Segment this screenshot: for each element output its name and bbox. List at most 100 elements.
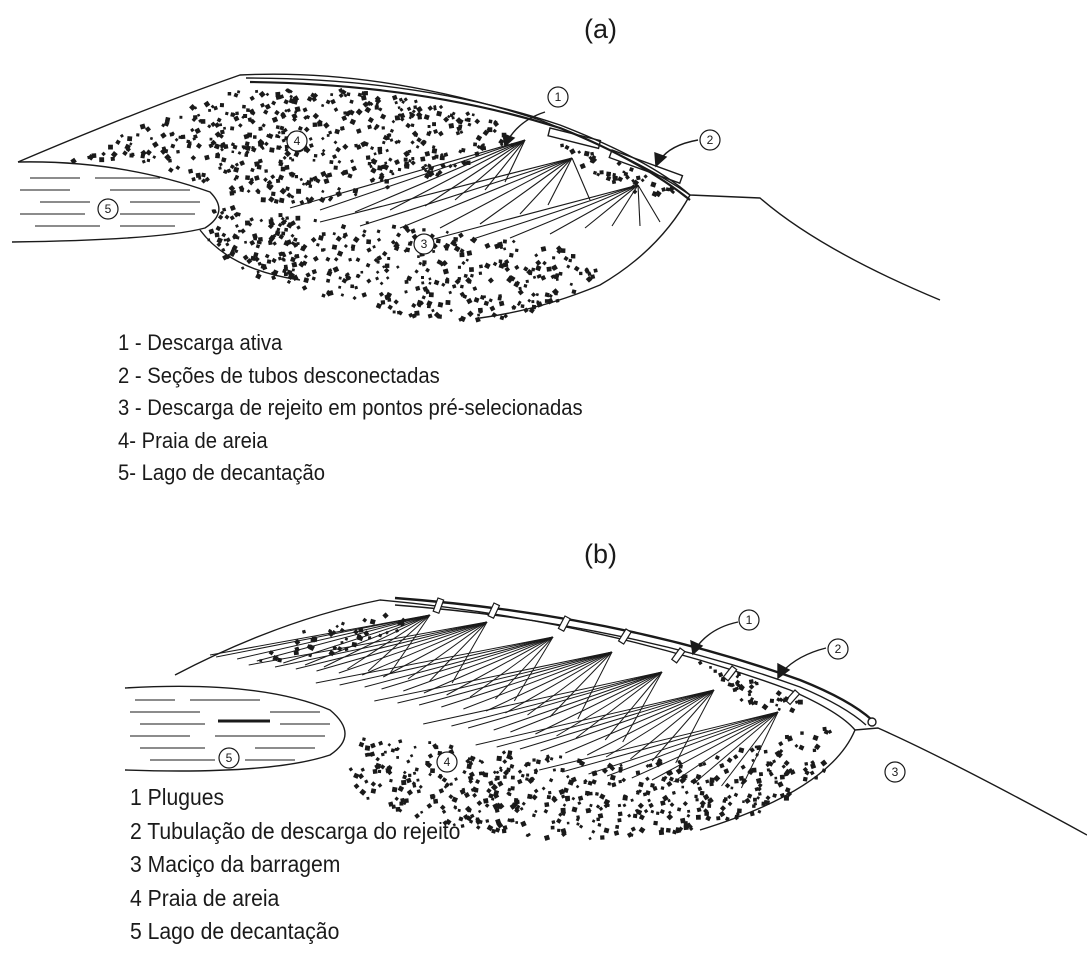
sand-grain: [380, 282, 384, 286]
sand-grain: [721, 677, 726, 682]
sand-grain: [472, 793, 477, 798]
sand-grain: [466, 298, 472, 304]
sand-grain: [108, 145, 113, 150]
sand-grain: [769, 770, 772, 773]
sand-grain: [227, 169, 232, 174]
sand-grain: [723, 768, 729, 774]
sand-grain: [150, 137, 153, 140]
sand-grain: [215, 153, 220, 158]
sand-grain: [284, 265, 288, 269]
sand-grain: [294, 650, 299, 655]
sand-grain: [259, 219, 263, 223]
sand-grain: [437, 314, 442, 319]
sand-grain: [257, 165, 262, 170]
sand-grain: [627, 814, 631, 818]
sand-grain: [377, 229, 381, 233]
sand-grain: [350, 159, 354, 163]
sand-grain: [534, 789, 539, 794]
sand-grain: [225, 242, 229, 246]
sand-grain: [618, 780, 622, 784]
sand-grain: [145, 126, 151, 132]
sand-grain: [225, 112, 229, 116]
sand-grain: [540, 275, 546, 281]
sand-grain: [368, 117, 374, 123]
sand-grain: [589, 804, 592, 807]
discharge-fan-line: [528, 652, 613, 715]
sand-grain: [168, 167, 174, 173]
sand-grain: [263, 109, 268, 114]
sand-grain: [576, 822, 579, 825]
callout-b-5-number: 5: [226, 751, 233, 765]
sand-grain: [502, 750, 506, 754]
sand-grain: [362, 233, 366, 237]
sand-grain: [476, 825, 481, 830]
sand-grain: [800, 731, 803, 734]
sand-grain: [753, 798, 757, 802]
sand-grain: [193, 115, 197, 119]
sand-grain: [405, 247, 410, 252]
sand-grain: [191, 155, 197, 161]
sand-grain: [604, 828, 610, 834]
sand-grain: [323, 178, 329, 184]
sand-grain: [618, 804, 622, 808]
sand-grain: [356, 257, 361, 262]
sand-grain: [600, 835, 604, 839]
sand-grain: [477, 800, 483, 806]
sand-grain: [344, 244, 348, 248]
sand-grain: [777, 781, 783, 787]
sand-grain: [272, 241, 276, 245]
sand-grain: [322, 149, 326, 153]
sand-grain: [111, 157, 115, 161]
sand-grain: [474, 119, 480, 125]
sand-grain: [260, 103, 265, 108]
sand-grain: [730, 787, 733, 790]
sand-grain: [244, 241, 247, 244]
sand-grain: [340, 641, 343, 644]
sand-grain: [238, 123, 243, 128]
sand-grain: [279, 198, 285, 204]
sand-grain: [404, 290, 407, 293]
sand-grain: [683, 821, 688, 826]
sand-grain: [593, 171, 597, 175]
sand-grain: [411, 157, 414, 160]
sand-grain: [484, 263, 491, 270]
sand-grain: [405, 123, 411, 129]
sand-grain: [337, 187, 341, 191]
sand-grain: [142, 160, 146, 164]
sand-grain: [707, 804, 711, 808]
discharge-fan-line: [607, 712, 778, 776]
sand-grain: [522, 802, 526, 806]
sand-grain: [551, 826, 555, 830]
sand-grain: [313, 256, 319, 262]
sand-grain: [368, 162, 371, 165]
sand-grain: [536, 759, 541, 764]
sand-grain: [638, 803, 644, 809]
sand-grain: [460, 285, 464, 289]
sand-grain: [87, 156, 91, 160]
sand-grain: [607, 782, 611, 786]
sand-beach-dots-a: [70, 88, 675, 323]
sand-grain: [160, 132, 167, 139]
sand-grain: [392, 225, 397, 230]
discharge-fan-line: [305, 615, 430, 665]
sand-grain: [439, 774, 442, 777]
sand-grain: [332, 154, 337, 159]
sand-grain: [650, 810, 654, 814]
sand-grain: [517, 779, 523, 785]
sand-grain: [606, 172, 611, 177]
sand-grain: [266, 93, 270, 97]
sand-grain: [335, 625, 339, 629]
discharge-fan-a-2: [320, 158, 590, 228]
discharge-fan-a-3: [430, 185, 660, 240]
sand-grain: [531, 292, 536, 297]
sand-grain: [270, 174, 275, 179]
sand-grain: [333, 266, 340, 273]
sand-grain: [308, 184, 312, 188]
sand-grain: [411, 160, 416, 165]
sand-grain: [321, 152, 326, 157]
sand-grain: [181, 135, 186, 140]
sand-grain: [391, 172, 394, 175]
sand-grain: [475, 317, 481, 323]
sand-grain: [296, 225, 301, 230]
sand-grain: [434, 280, 440, 286]
